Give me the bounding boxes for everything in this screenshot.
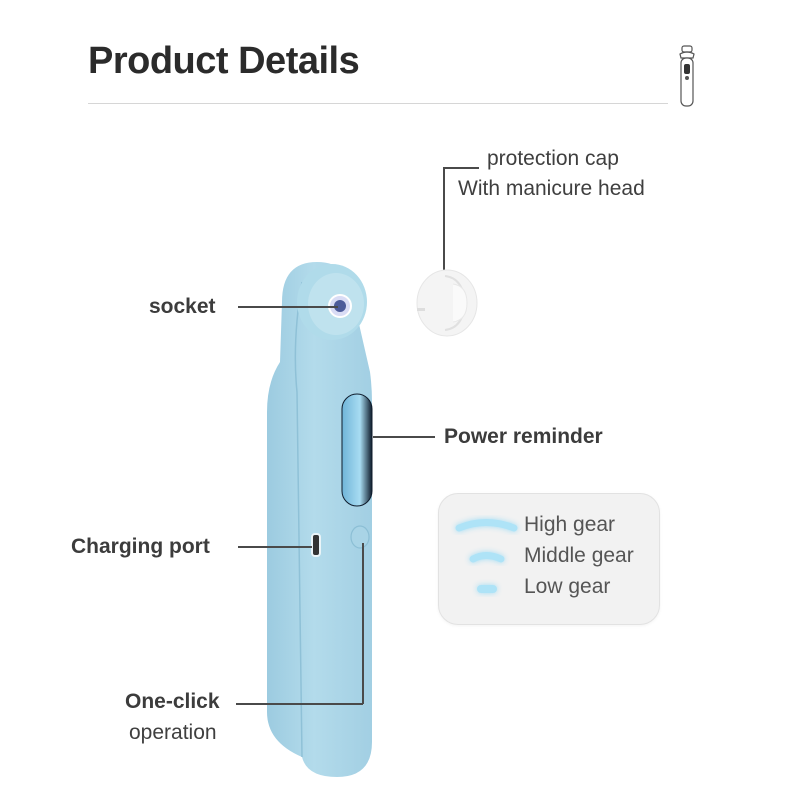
- operation-label: operation: [129, 721, 217, 744]
- gear-legend-panel: High gear Middle gear Low gear: [438, 493, 660, 625]
- gear-item-low: Low gear: [439, 572, 610, 602]
- power-reminder-leader-line: [373, 436, 435, 438]
- charging-port-label: Charging port: [71, 535, 210, 558]
- protection-cap-label: protection cap: [487, 147, 619, 170]
- one-click-leader-line-vertical: [362, 543, 364, 704]
- device-thumbnail-icon: [676, 44, 698, 108]
- middle-gear-label: Middle gear: [524, 544, 634, 567]
- title-divider: [88, 103, 668, 104]
- middle-gear-indicator-icon: [439, 546, 524, 566]
- protection-cap-image: [415, 268, 480, 338]
- cap-leader-line-vertical: [443, 167, 445, 270]
- low-gear-label: Low gear: [524, 575, 611, 598]
- one-click-label: One-click: [125, 690, 220, 713]
- gear-item-high: High gear: [439, 510, 615, 540]
- high-gear-indicator-icon: [439, 515, 524, 535]
- low-gear-indicator-icon: [439, 577, 524, 597]
- charging-port-leader-line: [238, 546, 312, 548]
- socket-label: socket: [149, 295, 216, 318]
- one-click-leader-line: [236, 703, 363, 705]
- high-gear-label: High gear: [524, 513, 616, 536]
- cap-leader-line: [443, 167, 479, 169]
- socket-leader-line: [238, 306, 338, 308]
- nail-trimmer-device-image: [262, 262, 402, 782]
- manicure-head-label: With manicure head: [458, 177, 645, 200]
- page-title: Product Details: [88, 40, 360, 82]
- gear-item-middle: Middle gear: [439, 541, 634, 571]
- power-reminder-label: Power reminder: [444, 425, 603, 448]
